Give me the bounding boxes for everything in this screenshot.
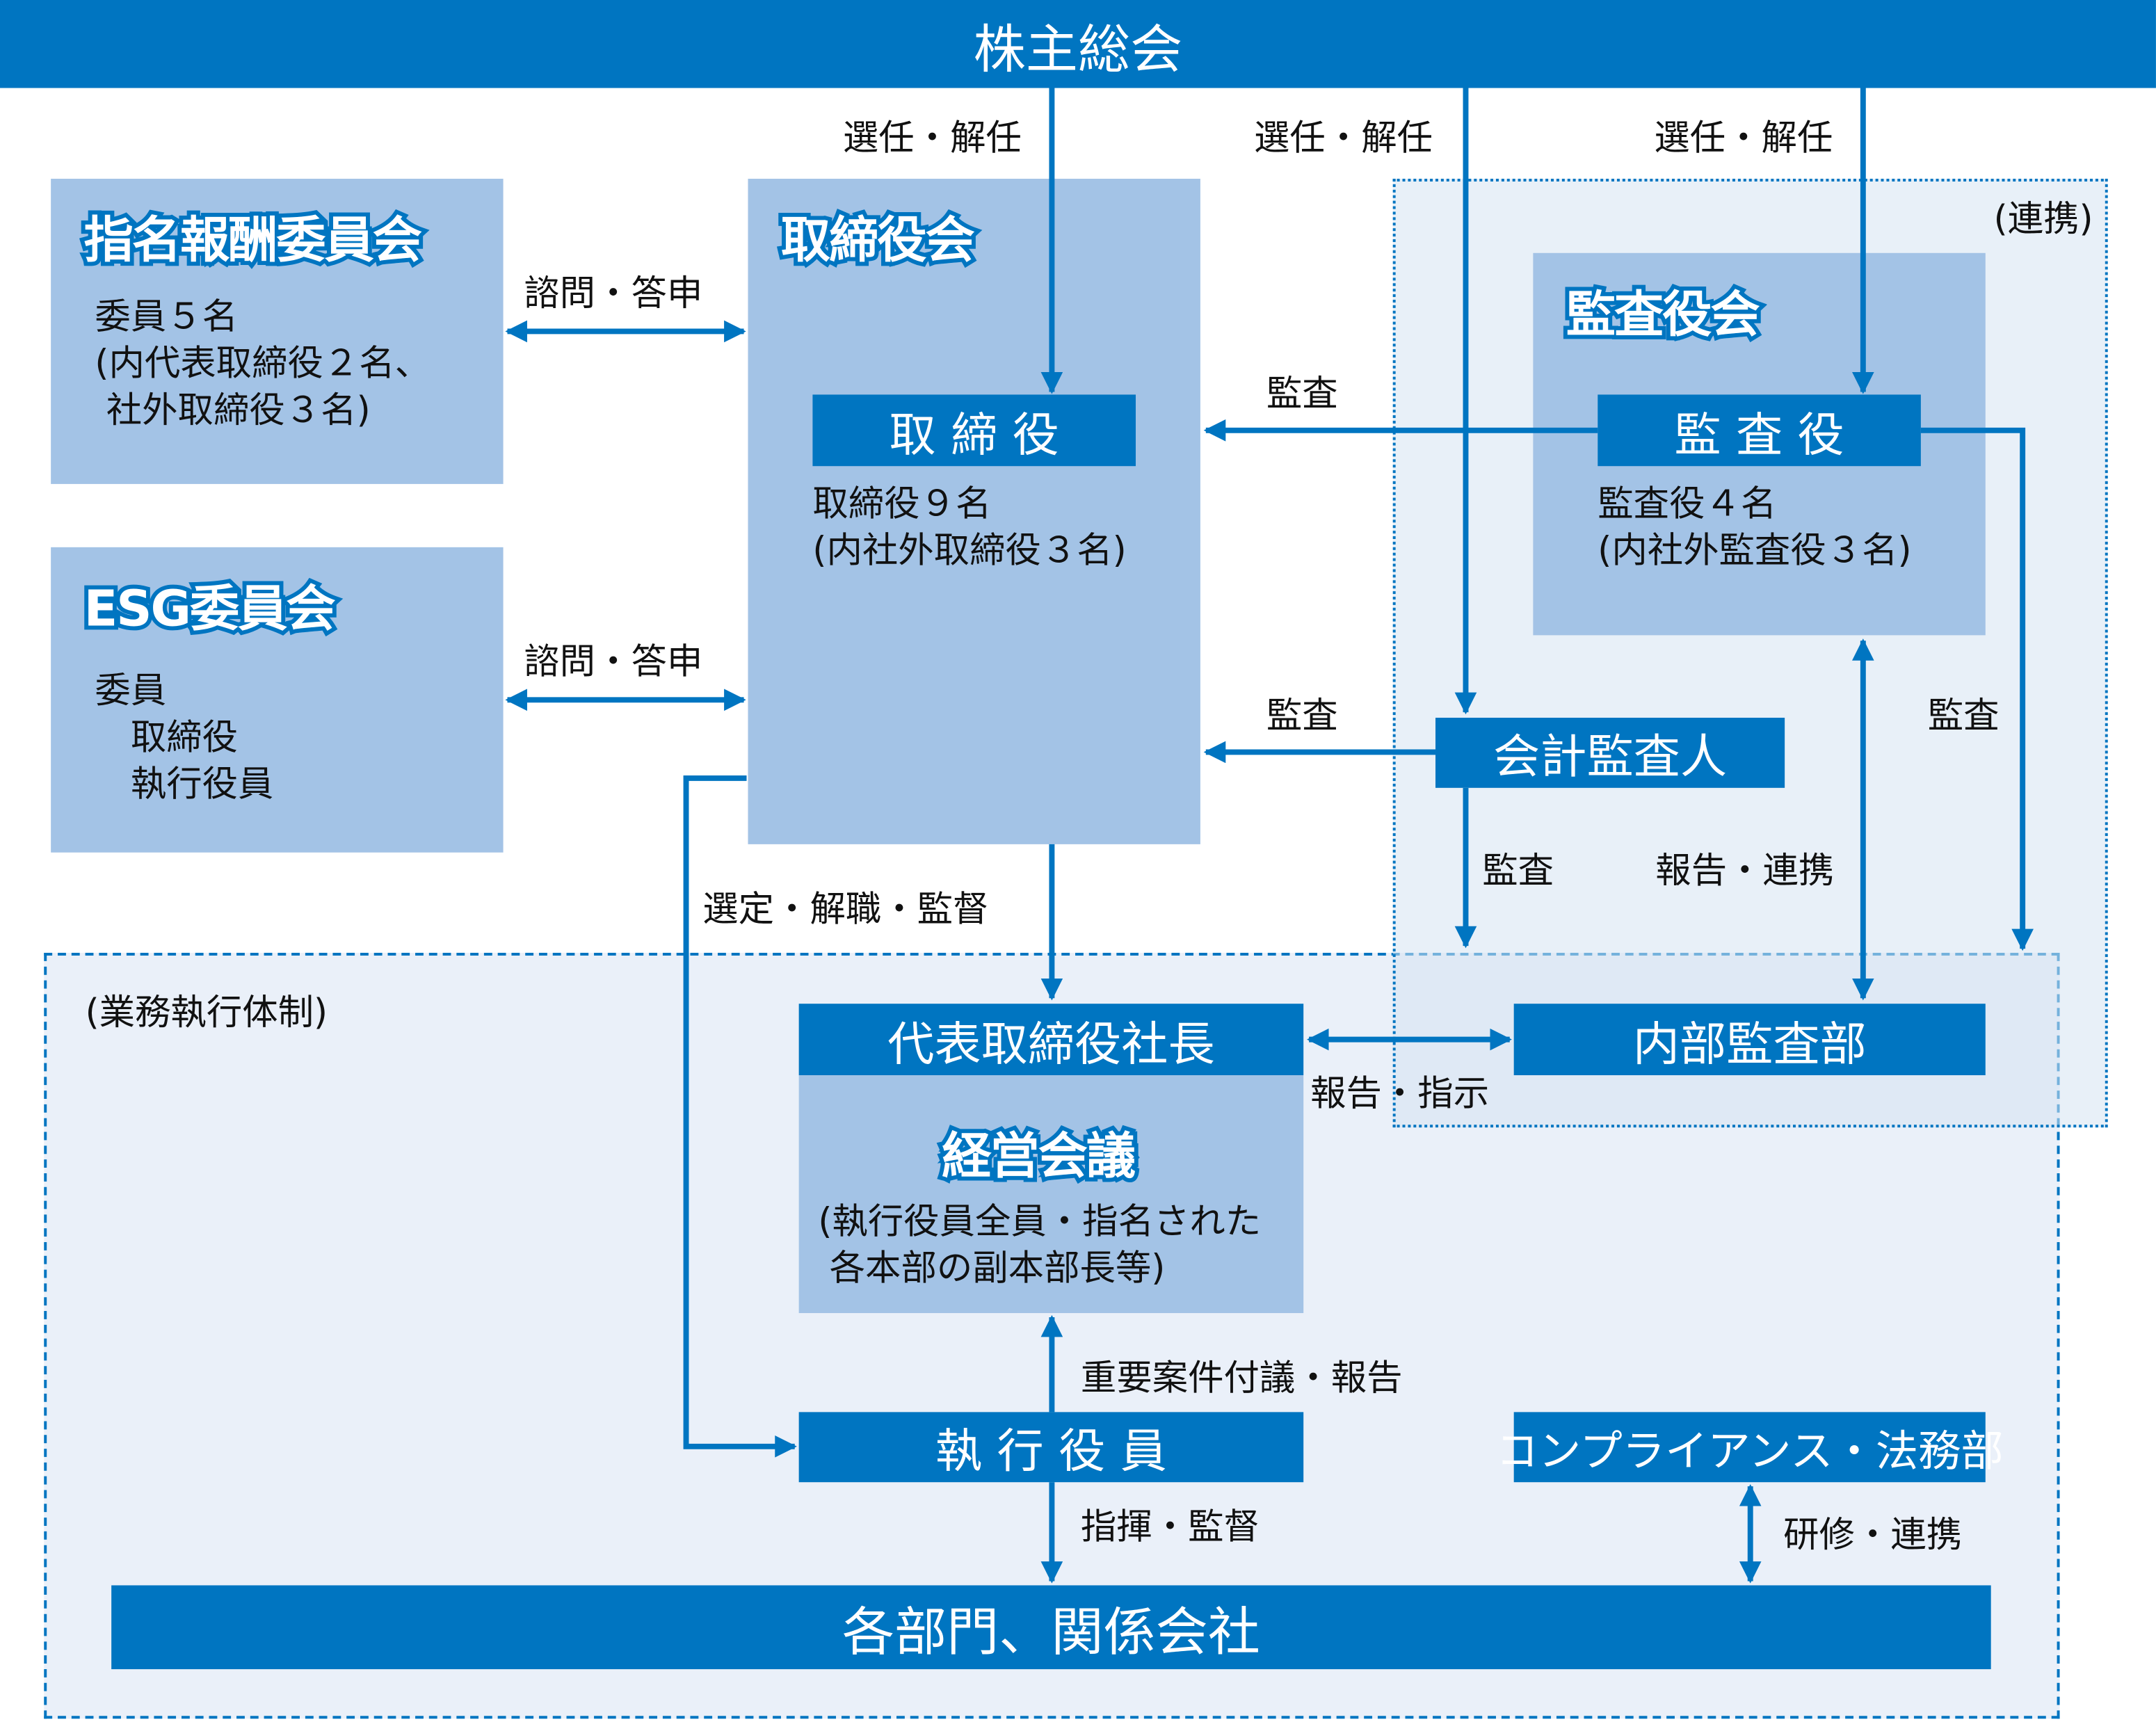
execution-region-label: (業務執行体制) <box>85 992 328 1034</box>
compliance-legal-dept: コンプライアンス・法務部 <box>1496 1412 2004 1483</box>
label-command: 指揮・監督 <box>1080 1506 1260 1549</box>
arrow-board-officers <box>683 775 797 1458</box>
esg-committee-title: ESG委員会 <box>80 577 340 642</box>
label-elect-3: 選任・解任 <box>1654 118 1833 160</box>
label-elect-2: 選任・解任 <box>1254 118 1433 160</box>
label-elect-1: 選任・解任 <box>842 118 1022 160</box>
esg-committee-box: ESG委員会 委員 取締役 執行役員 <box>51 547 504 853</box>
label-audit-3: 監査 <box>1927 695 2000 737</box>
label-report-instruct: 報告・指示 <box>1310 1074 1490 1116</box>
label-audit-2: 監査 <box>1266 695 1338 737</box>
management-meeting-body: (執行役員全員・指名された 各本部の副本部長等) <box>818 1201 1262 1290</box>
nomination-committee-body: 委員５名 (内代表取締役２名、 社外取締役３名) <box>95 297 431 432</box>
president: 代表取締役社長 <box>798 1004 1304 1076</box>
board-box: 取締役会 <box>748 179 1200 844</box>
audit-board-body: 監査役４名 (内社外監査役３名) <box>1598 483 1912 572</box>
label-report-collab: 報告・連携 <box>1655 851 1835 893</box>
executive-officers: 執 行 役 員 <box>798 1412 1304 1483</box>
accounting-auditor: 会計監査人 <box>1435 717 1785 788</box>
management-meeting-box: 経営会議 (執行役員全員・指名された 各本部の副本部長等) <box>798 1075 1304 1314</box>
collaboration-region-label: (連携) <box>1993 199 2093 241</box>
departments-affiliates: 各部門、関係会社 <box>111 1585 1991 1670</box>
esg-committee-body: 委員 取締役 執行役員 <box>95 670 274 806</box>
label-audit-1: 監査 <box>1266 373 1338 416</box>
board-title: 取締役会 <box>777 209 979 274</box>
audit-board-title: 監査役会 <box>1562 283 1764 348</box>
label-appoint: 選定・解職・監督 <box>702 890 989 931</box>
arrow-auditor-internal <box>1920 427 2034 951</box>
label-audit-4: 監査 <box>1482 851 1554 893</box>
nomination-committee-title: 指名報酬委員会 <box>80 209 426 274</box>
label-consult-2: 諮問・答申 <box>524 642 703 684</box>
management-meeting-title: 経営会議 <box>938 1125 1140 1189</box>
board-body: 取締役９名 (内社外取締役３名) <box>812 483 1127 572</box>
label-training: 研修・連携 <box>1783 1515 1963 1556</box>
internal-audit-dept: 内部監査部 <box>1513 1004 1986 1076</box>
label-consult-1: 諮問・答申 <box>524 273 703 315</box>
auditor-label: 監 査 役 <box>1598 394 1921 467</box>
director-label: 取 締 役 <box>812 394 1136 467</box>
label-important: 重要案件付議・報告 <box>1080 1358 1403 1400</box>
shareholders-meeting: 株主総会 <box>0 0 2156 88</box>
nomination-committee-box: 指名報酬委員会 委員５名 (内代表取締役２名、 社外取締役３名) <box>51 179 504 484</box>
